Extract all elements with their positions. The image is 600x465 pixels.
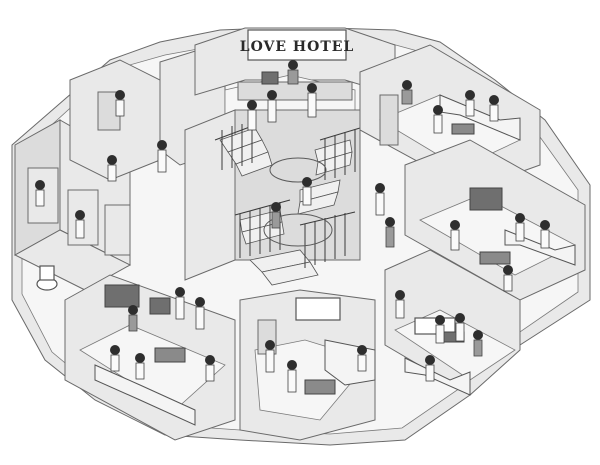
- room-bottom-right: [384, 249, 521, 396]
- spiral-staircase: [184, 109, 361, 286]
- wall-screen: [295, 297, 341, 321]
- hotel-sign-board: [247, 29, 347, 61]
- wall-painting: [104, 284, 140, 308]
- room-bottom-center: [239, 289, 376, 441]
- hotel-sign-text: LOVE HOTEL: [240, 39, 355, 55]
- wall-painting: [469, 187, 503, 211]
- people-figures: [35, 60, 550, 393]
- room-bottom-left: [64, 274, 236, 441]
